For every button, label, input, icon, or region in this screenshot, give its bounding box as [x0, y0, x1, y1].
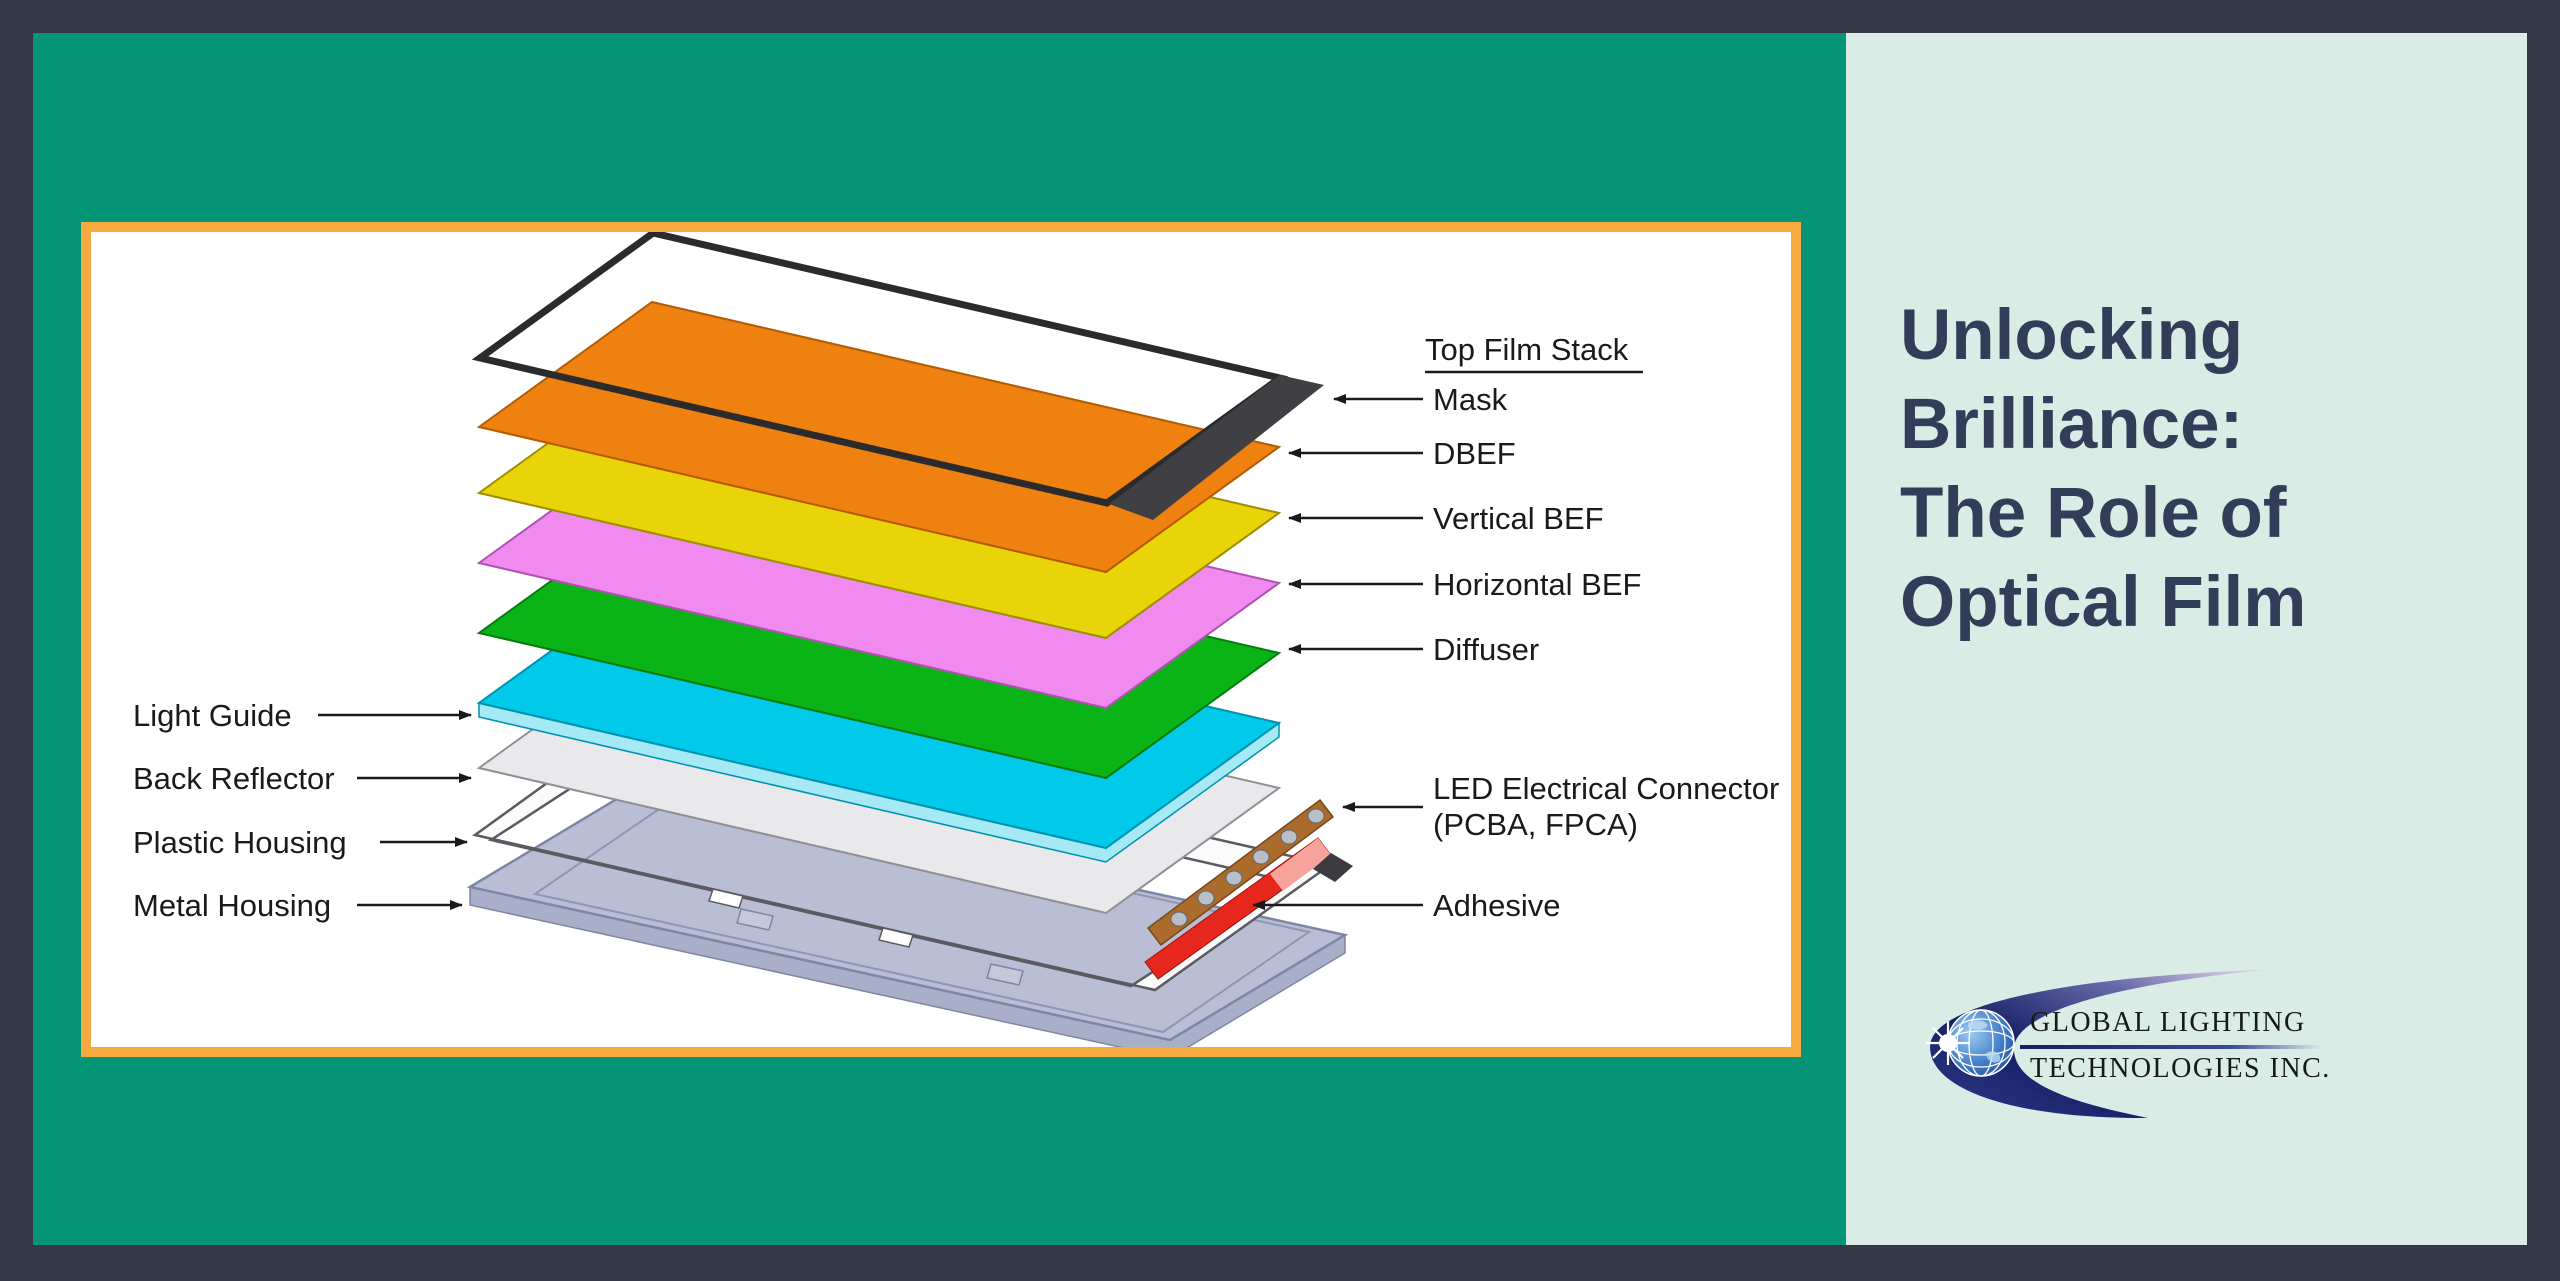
- led-package: [1225, 870, 1243, 886]
- plastic-housing-tab: [708, 888, 744, 909]
- globe-icon: [1926, 1009, 2015, 1077]
- dbef-layer: [476, 300, 1282, 574]
- title-line: Optical Film: [1900, 563, 2307, 642]
- adhesive-strip-tip: [1270, 838, 1331, 891]
- back-reflector-label: Back Reflector: [133, 761, 335, 796]
- mask-bar: [1109, 375, 1324, 520]
- metal-housing-label: Metal Housing: [133, 888, 331, 923]
- mask-frame-outline: [471, 232, 1289, 507]
- logo-text-line1: GLOBAL LIGHTING: [2030, 1007, 2306, 1038]
- led-connector-layer: [1146, 798, 1335, 947]
- right-panel-content: Unlocking Brilliance: The Role of Optica…: [1846, 33, 2527, 1245]
- led-package: [1170, 911, 1188, 927]
- led-package: [1280, 829, 1298, 845]
- diagram-panel: Top Film Stack Mask DBEF Vertical BEF Ho…: [33, 33, 1846, 1245]
- plastic-housing-label: Plastic Housing: [133, 825, 347, 860]
- mask-label: Mask: [1433, 382, 1508, 417]
- metal-housing-tab: [736, 908, 774, 931]
- led-connector-label-line1: LED Electrical Connector: [1433, 771, 1779, 806]
- housing-corner-tip: [1313, 853, 1353, 882]
- plastic-housing-tab: [878, 927, 914, 948]
- company-logo: GLOBAL LIGHTING TECHNOLOGIES INC.: [1902, 961, 2342, 1141]
- sunburst-core: [1939, 1034, 1957, 1052]
- slide-title: Unlocking Brilliance: The Role of Optica…: [1900, 291, 2460, 647]
- logo-divider-line: [2020, 1045, 2322, 1049]
- optical-stack-diagram: Top Film Stack Mask DBEF Vertical BEF Ho…: [133, 232, 1779, 1047]
- logo-graphic: [1926, 970, 2322, 1119]
- light-guide-label: Light Guide: [133, 698, 292, 733]
- top-film-stack-heading: Top Film Stack: [1425, 332, 1629, 367]
- mask-layer: [471, 232, 1324, 520]
- adhesive-layer: [1144, 837, 1353, 980]
- led-package: [1307, 808, 1325, 824]
- led-package: [1197, 890, 1215, 906]
- callout-arrows: [318, 394, 1423, 910]
- led-package: [1252, 849, 1270, 865]
- diagram-box: Top Film Stack Mask DBEF Vertical BEF Ho…: [81, 222, 1801, 1057]
- title-line: The Role of: [1900, 474, 2287, 553]
- dbef-label: DBEF: [1433, 436, 1516, 471]
- logo-text-line2: TECHNOLOGIES INC.: [2030, 1053, 2331, 1084]
- adhesive-label: Adhesive: [1433, 888, 1561, 923]
- title-line: Brilliance:: [1900, 385, 2244, 464]
- logo-swoosh: [1930, 970, 2263, 1119]
- horizontal-bef-label: Horizontal BEF: [1433, 567, 1641, 602]
- metal-housing-tab: [986, 963, 1024, 986]
- diffuser-label: Diffuser: [1433, 632, 1539, 667]
- vertical-bef-label: Vertical BEF: [1433, 501, 1604, 536]
- title-line: Unlocking: [1900, 296, 2244, 375]
- led-connector-label-line2: (PCBA, FPCA): [1433, 807, 1638, 842]
